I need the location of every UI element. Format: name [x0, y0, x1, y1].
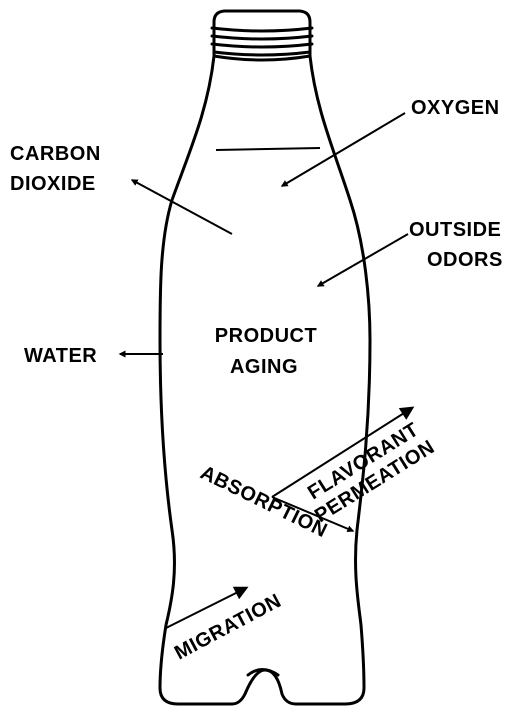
label-outside-odors-2: ODORS [427, 249, 503, 271]
bottle-base [160, 670, 364, 704]
arrow-oxygen [282, 113, 405, 186]
label-outside-odors-1: OUTSIDE [409, 219, 501, 241]
label-carbon-dioxide-1: CARBON [10, 143, 101, 165]
label-migration: MIGRATION [171, 590, 285, 665]
arrow-carbon-dioxide [132, 180, 232, 234]
cap-thread [212, 44, 312, 47]
label-product-aging-2: AGING [230, 356, 298, 378]
label-product-aging-1: PRODUCT [215, 325, 317, 347]
arrow-outside-odors [318, 234, 408, 286]
label-absorption: ABSORPTION [197, 462, 331, 542]
cap-thread [212, 28, 312, 31]
label-oxygen: OXYGEN [411, 97, 500, 119]
cap-thread [214, 52, 310, 55]
cap-thread [212, 36, 312, 39]
liquid-fill-line [216, 148, 320, 150]
bottle-left-side [160, 56, 214, 688]
label-carbon-dioxide-2: DIOXIDE [10, 173, 96, 195]
label-water: WATER [24, 345, 97, 367]
